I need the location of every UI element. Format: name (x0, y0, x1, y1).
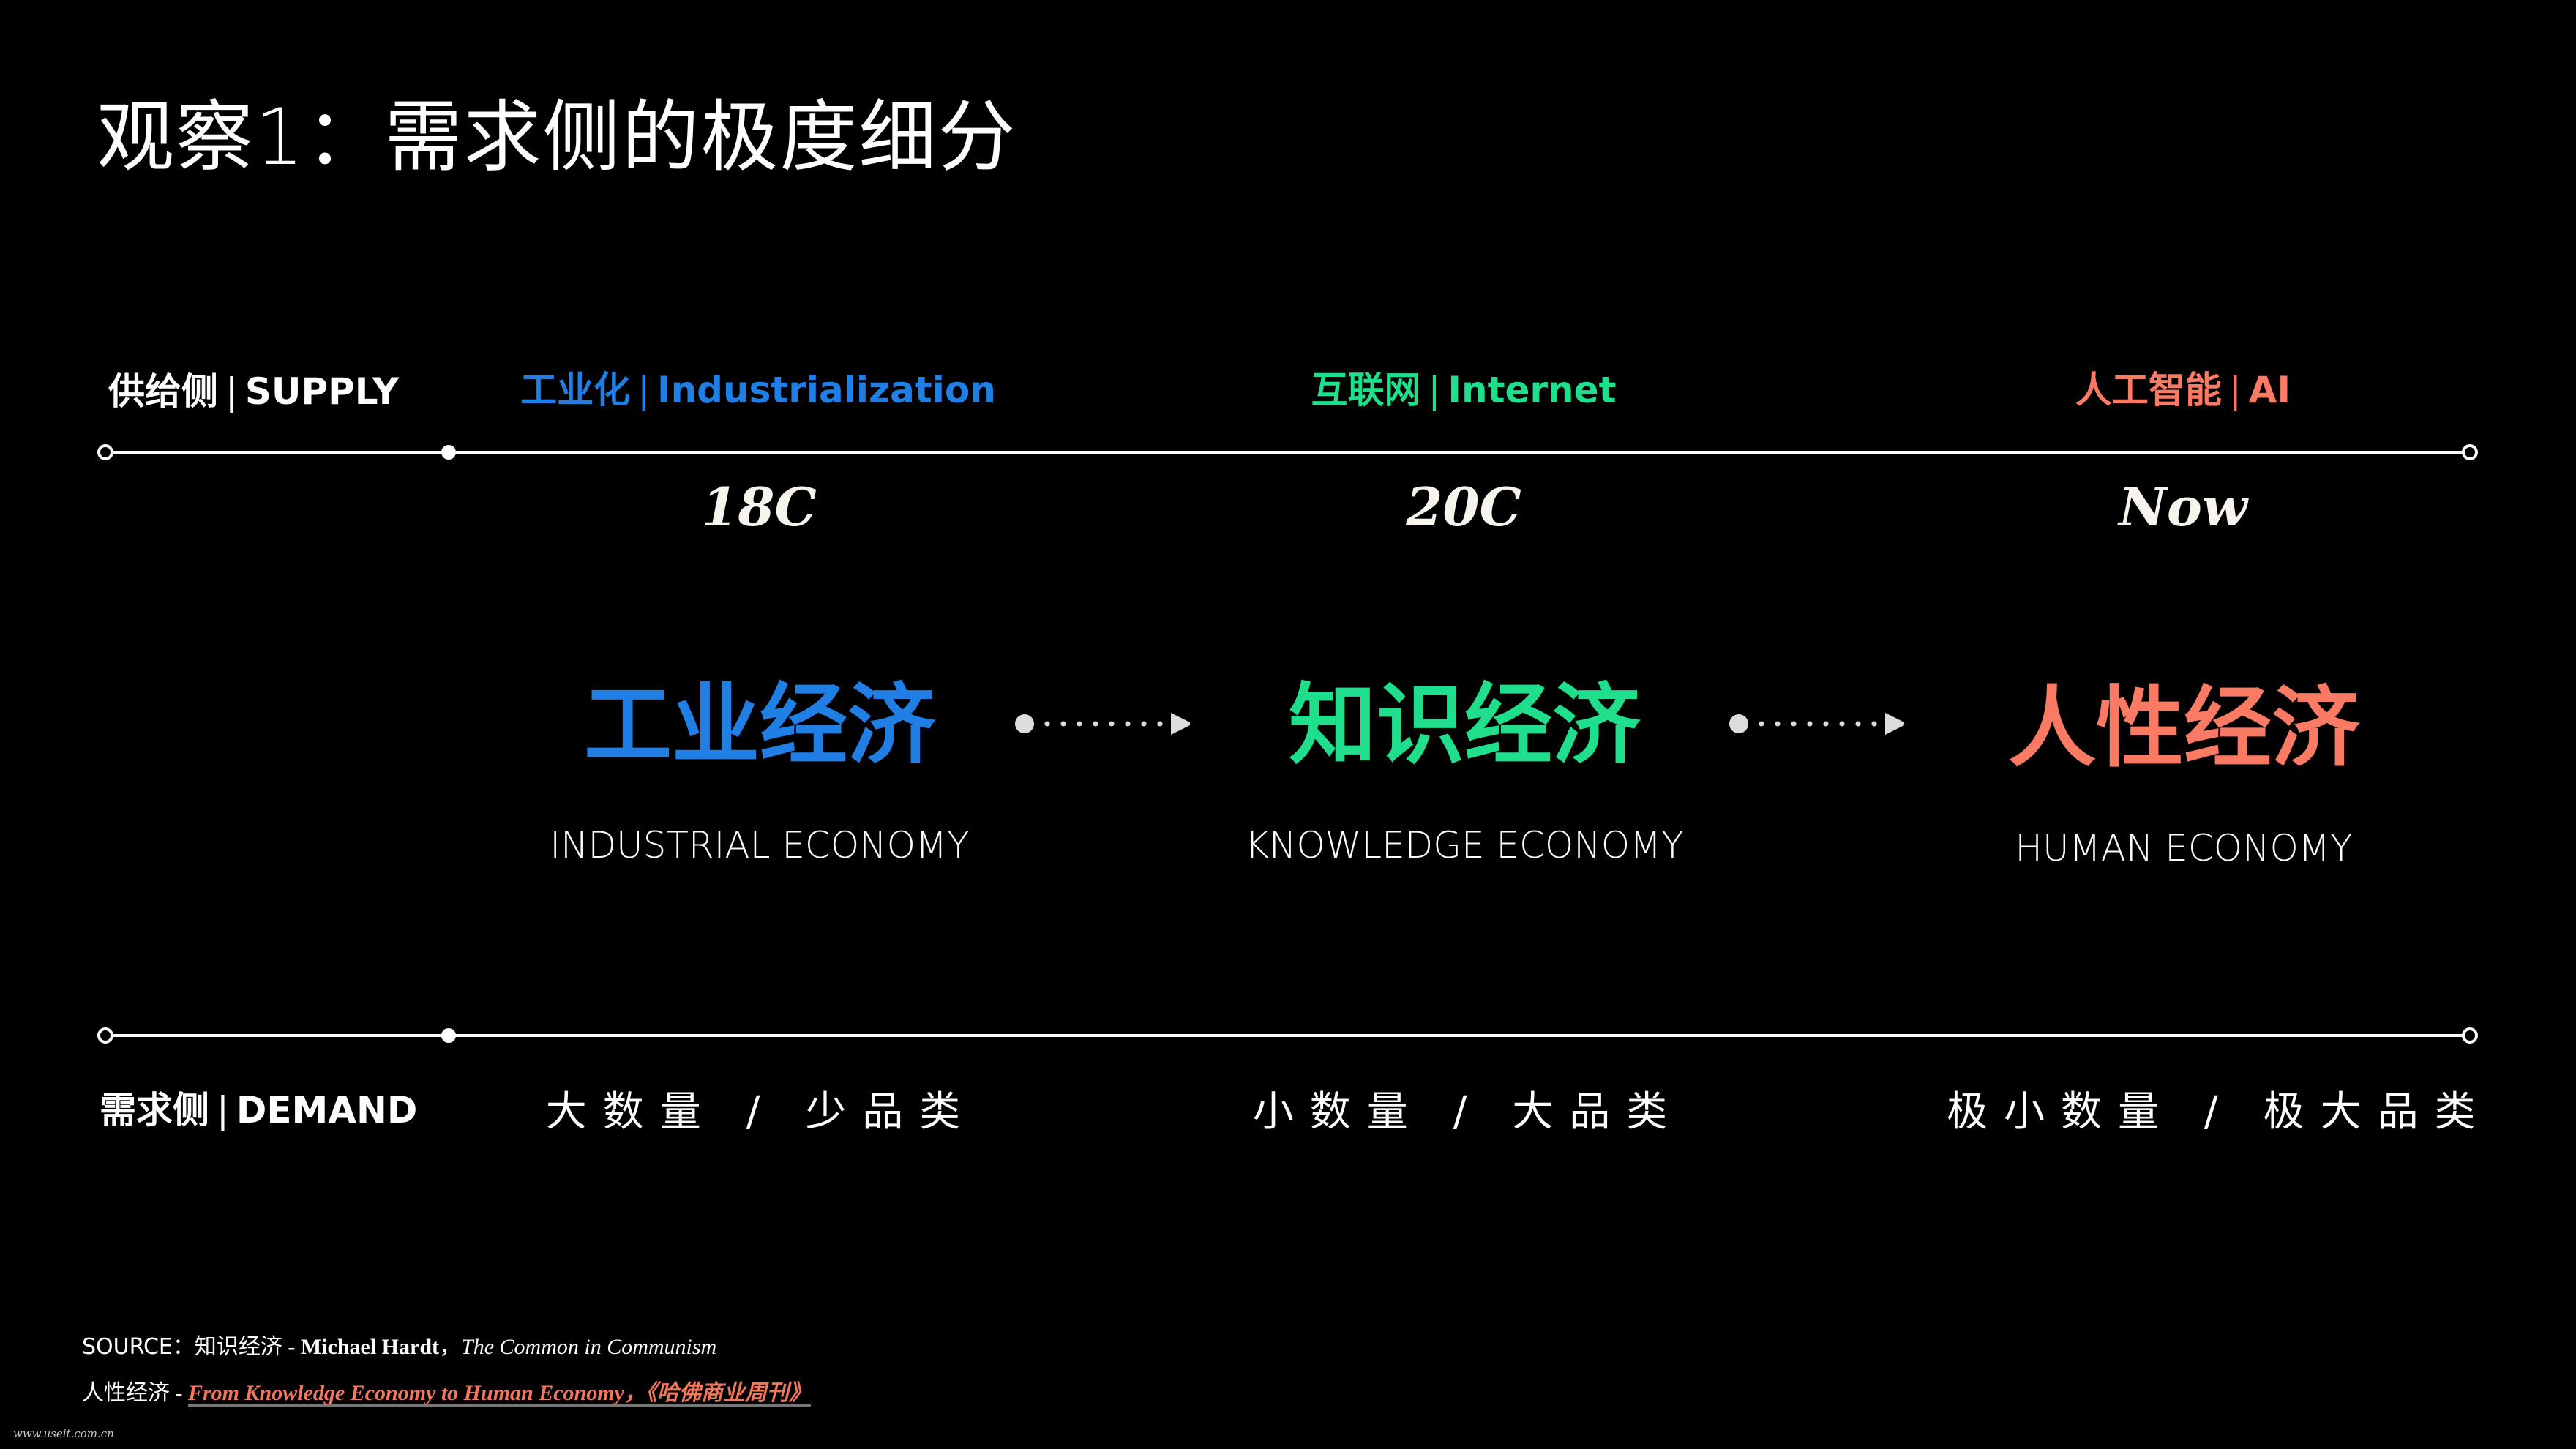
economy-title-en: INDUSTRIAL ECONOMY (550, 824, 970, 866)
economy-title-en: KNOWLEDGE ECONOMY (1245, 824, 1684, 866)
era-separator: | (2228, 369, 2242, 411)
source-topic: 知识经济 (194, 1335, 282, 1359)
timeline-end-node-icon (2462, 444, 2478, 460)
era-label-industrialization: 工业化|Industrialization (520, 364, 996, 416)
economy-title-en: HUMAN ECONOMY (2015, 827, 2353, 869)
source-topic: 人性经济 (82, 1381, 170, 1405)
era-separator: | (1428, 369, 1441, 411)
demand-timeline (105, 1034, 2470, 1037)
watermark: www.useit.com.cn (13, 1427, 114, 1440)
source-prefix: SOURCE： (82, 1334, 195, 1360)
supply-separator: | (225, 370, 238, 413)
period-20c: 20C (1406, 476, 1521, 538)
demand-separator: | (217, 1089, 229, 1131)
timeline-start-node-icon (97, 1027, 113, 1044)
demand-industrial: 大数量 / 少品类 (545, 1088, 977, 1136)
supply-label-en: SUPPLY (244, 370, 400, 413)
era-tech-zh: 人工智能 (2075, 369, 2222, 411)
economy-human: 人性经济 HUMAN ECONOMY (2008, 678, 2359, 874)
supply-label: 供给侧|SUPPLY (108, 366, 399, 417)
economy-title-zh: 工业经济 (584, 675, 935, 776)
period-now: Now (2119, 476, 2247, 538)
era-label-internet: 互联网|Internet (1311, 364, 1617, 416)
period-18c: 18C (701, 476, 817, 538)
dotted-arrow-icon (1015, 713, 1190, 735)
era-tech-zh: 互联网 (1311, 369, 1421, 411)
timeline-end-node-icon (2462, 1027, 2478, 1044)
economy-knowledge: 知识经济 KNOWLEDGE ECONOMY (1245, 675, 1683, 871)
economy-industrial: 工业经济 INDUSTRIAL ECONOMY (550, 675, 969, 871)
dotted-arrow-icon (1729, 713, 1904, 735)
era-tech-en: AI (2248, 369, 2291, 411)
source-link[interactable]: From Knowledge Economy to Human Economy，… (188, 1381, 811, 1405)
economy-title-zh: 知识经济 (1289, 675, 1640, 776)
source-comma: ， (439, 1335, 462, 1359)
demand-label-en: DEMAND (236, 1089, 418, 1131)
era-tech-zh: 工业化 (520, 369, 631, 411)
era-tech-en: Internet (1448, 369, 1617, 411)
source-line-2: 人性经济 - From Knowledge Economy to Human E… (82, 1379, 811, 1408)
era-separator: | (637, 369, 650, 411)
source-dash: - (170, 1381, 188, 1405)
page-title: 观察1：需求侧的极度细分 (97, 92, 1017, 182)
demand-knowledge: 小数量 / 大品类 (1252, 1088, 1684, 1136)
source-author: Michael Hardt (300, 1335, 440, 1359)
supply-label-zh: 供给侧 (108, 370, 218, 413)
timeline-marker-icon (441, 445, 456, 460)
source-work: The Common in Communism (461, 1335, 717, 1359)
demand-label-zh: 需求侧 (100, 1089, 209, 1131)
era-tech-en: Industrialization (656, 369, 996, 411)
source-dash: - (282, 1335, 301, 1359)
supply-timeline (105, 451, 2470, 454)
timeline-marker-icon (441, 1028, 456, 1043)
demand-human: 极小数量 / 极大品类 (1947, 1088, 2492, 1136)
era-label-ai: 人工智能|AI (2075, 364, 2291, 416)
source-line-1: SOURCE：知识经济 - Michael Hardt，The Common i… (82, 1333, 716, 1362)
economy-title-zh: 人性经济 (2008, 678, 2359, 779)
demand-label: 需求侧|DEMAND (100, 1085, 417, 1136)
timeline-start-node-icon (97, 444, 113, 460)
